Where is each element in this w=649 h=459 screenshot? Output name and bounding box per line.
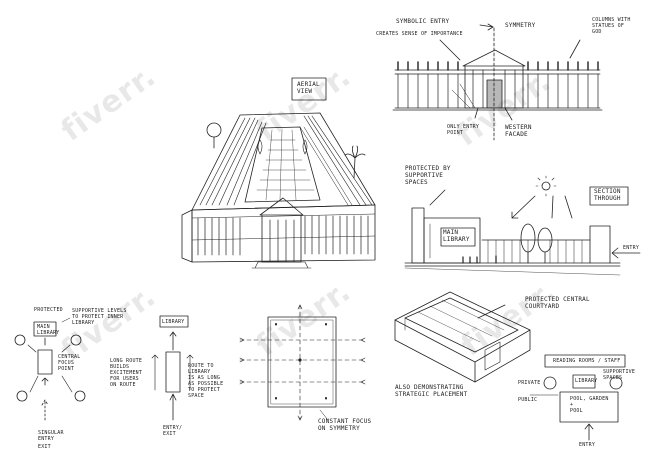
label-public: PUBLIC [518,397,538,403]
western-facade-drawing [392,23,603,141]
label-symbolic-entry: SYMBOLIC ENTRY [396,18,450,25]
label-protected-central: PROTECTED CENTRAL COURTYARD [525,296,590,310]
courtyard-axonometric-drawing [394,291,531,383]
label-entry-bottom-right: ENTRY [579,442,596,448]
symmetry-plan-drawing [239,304,366,421]
label-reading-rooms: READING ROOMS / STAFF [553,358,621,364]
label-singular-entry: SINGULAR ENTRY [38,430,64,442]
bubble-plan-drawing [529,354,626,441]
label-creates-sense: CREATES SENSE OF IMPORTANCE [376,31,463,37]
label-library-middle: LIBRARY [162,319,185,325]
label-supportive-spaces: SUPPORTIVE SPACES [603,369,636,381]
label-only-entry: ONLY ENTRY POINT [447,124,480,136]
label-supportive-levels: SUPPORTIVE LEVELS TO PROTECT INNER LIBRA… [72,308,127,326]
section-through-drawing [404,175,641,276]
label-columns-statues: COLUMNS WITH STATUES OF GOD [592,17,631,35]
label-main-library: MAIN LIBRARY [443,229,470,243]
label-western-facade: WESTERN FACADE [505,124,532,138]
label-constant-focus: CONSTANT FOCUS ON SYMMETRY [318,418,372,432]
bubble-diagram-drawing [14,317,86,421]
aerial-view-drawing [181,77,376,269]
label-protected-by: PROTECTED BY SUPPORTIVE SPACES [405,165,451,186]
label-symmetry: SYMMETRY [505,22,536,29]
label-route-to-library: ROUTE TO LIBRARY IS AS LONG AS POSSIBLE … [188,363,224,399]
label-exit-left: EXIT [38,444,51,450]
label-demonstrating: ALSO DEMONSTRATING STRATEGIC PLACEMENT [395,384,468,398]
route-diagram-drawing [151,315,194,421]
label-pool-garden: POOL, GARDEN + POOL [570,396,609,414]
label-entry-exit: ENTRY/ EXIT [163,425,183,437]
label-protected-left: PROTECTED [34,307,63,313]
label-main-library-small: MAIN LIBRARY [37,324,60,336]
label-section-through: SECTION THROUGH [594,188,621,202]
label-entry-right: ENTRY [623,245,640,251]
label-library-box: LIBRARY [575,378,598,384]
label-central-focus: CENTRAL FOCUS POINT [58,354,81,372]
label-private: PRIVATE [518,380,541,386]
label-aerial-view: AERIAL VIEW [297,81,320,95]
label-long-route: LONG ROUTE BUILDS EXCITEMENT FOR USERS O… [110,358,143,388]
